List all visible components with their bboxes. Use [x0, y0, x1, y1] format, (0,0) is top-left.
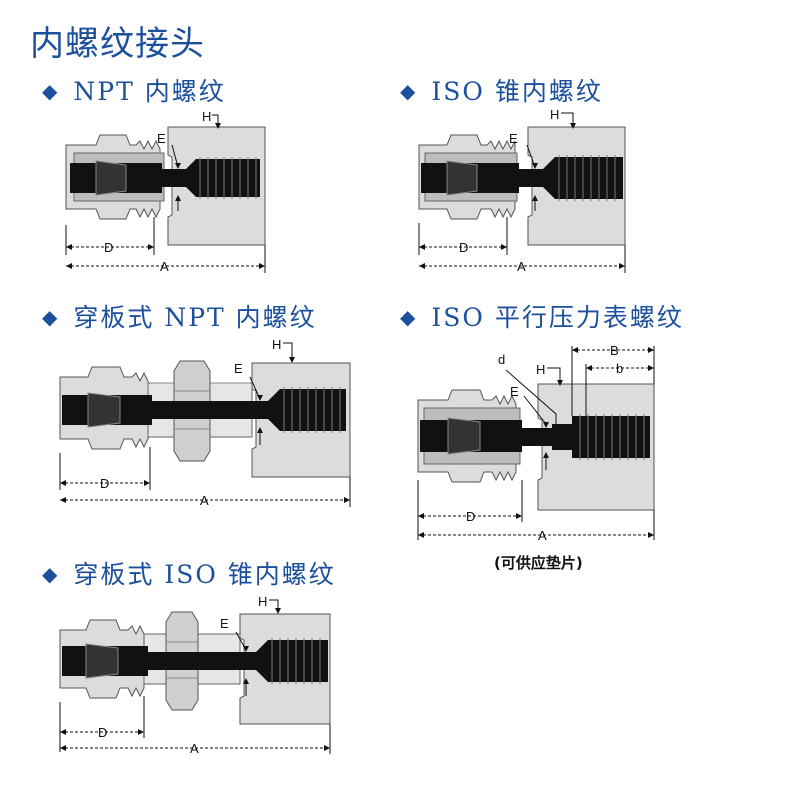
fitting-diagram-iso-taper: E H D A — [418, 107, 626, 274]
label-d-small: d — [498, 352, 505, 367]
dim-a: A — [517, 259, 526, 274]
label-e: E — [220, 616, 229, 631]
diamond-icon: ◆ — [42, 562, 60, 586]
label-e: E — [510, 384, 519, 399]
fitting-diagram-npt: E H D A — [65, 109, 266, 274]
gasket-note: (可供应垫片) — [494, 554, 583, 572]
label-h: H — [258, 594, 267, 609]
dim-a: A — [538, 528, 547, 543]
section-heading-iso-parallel: ◆ISO 平行压力表螺纹 — [400, 303, 684, 332]
section-heading-npt: ◆NPT 内螺纹 — [42, 77, 226, 106]
dim-d: D — [104, 240, 113, 255]
section-heading-iso-taper: ◆ISO 锥内螺纹 — [400, 77, 603, 106]
section-heading-bulkhead-npt: ◆穿板式 NPT 内螺纹 — [42, 303, 317, 332]
dim-d: D — [98, 725, 107, 740]
diamond-icon: ◆ — [400, 79, 418, 103]
fitting-diagram-bulkhead-npt: E H D A — [59, 337, 351, 508]
label-h: H — [202, 109, 211, 124]
dim-d: D — [100, 476, 109, 491]
dim-a: A — [160, 259, 169, 274]
dim-a: A — [200, 493, 209, 508]
label-h: H — [536, 362, 545, 377]
dim-b-upper: B — [610, 343, 619, 358]
dim-d: D — [466, 509, 475, 524]
diamond-icon: ◆ — [42, 79, 60, 103]
label-h: H — [272, 337, 281, 352]
dim-b-lower: b — [616, 361, 623, 376]
diamond-icon: ◆ — [42, 305, 60, 329]
label-e: E — [509, 131, 518, 146]
fitting-diagram-iso-parallel: d H E B b D A — [417, 343, 655, 543]
label-h: H — [550, 107, 559, 122]
label-e: E — [234, 361, 243, 376]
fitting-diagram-bulkhead-iso-taper: E H D A — [59, 594, 331, 756]
dim-a: A — [190, 741, 199, 756]
section-heading-bulkhead-iso-taper: ◆穿板式 ISO 锥内螺纹 — [42, 560, 336, 589]
label-e: E — [157, 131, 166, 146]
page-title: 内螺纹接头 — [30, 24, 205, 64]
diamond-icon: ◆ — [400, 305, 418, 329]
dim-d: D — [459, 240, 468, 255]
